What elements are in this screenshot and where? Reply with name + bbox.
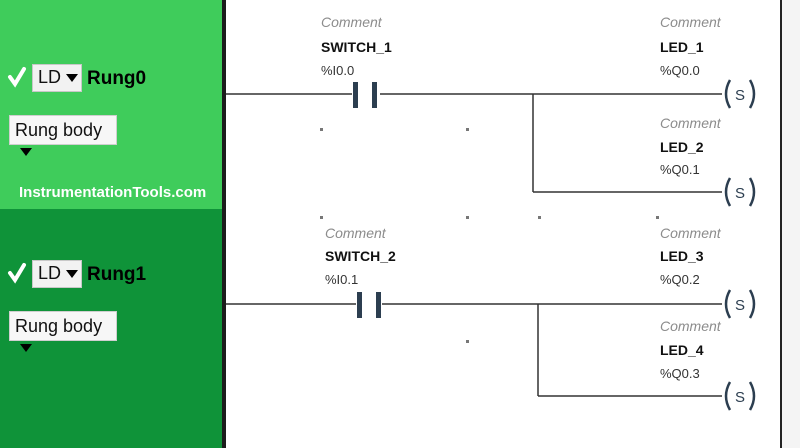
rung0-coil-1-letter: S bbox=[735, 87, 745, 104]
rung1-coil-2-address[interactable]: %Q0.3 bbox=[660, 366, 700, 381]
rung0-wires bbox=[226, 93, 722, 193]
rung1-coil-1-tag[interactable]: LED_3 bbox=[660, 248, 704, 264]
rung0-coil-1-symbol[interactable] bbox=[724, 79, 756, 109]
right-power-rail bbox=[780, 0, 782, 448]
rung1-coil-1-symbol[interactable] bbox=[724, 289, 756, 319]
rung1-contact-symbol[interactable] bbox=[357, 292, 381, 318]
rung0-enabled-check-icon[interactable] bbox=[7, 66, 27, 88]
rung0-coil-1-comment[interactable]: Comment bbox=[660, 14, 721, 30]
ladder-editor-area[interactable] bbox=[222, 0, 784, 448]
rung1-coil-2-symbol[interactable] bbox=[724, 381, 756, 411]
rung0-coil-2-address[interactable]: %Q0.1 bbox=[660, 162, 700, 177]
chevron-down-icon bbox=[20, 148, 32, 157]
rung0-body-label: Rung body bbox=[15, 120, 103, 140]
rung0-language-label: LD bbox=[38, 67, 62, 87]
grid-dots bbox=[320, 128, 659, 343]
rung1-coil-1-comment[interactable]: Comment bbox=[660, 225, 721, 241]
rung1-body-dropdown[interactable]: Rung body bbox=[9, 311, 117, 353]
rung0-coil-2-comment[interactable]: Comment bbox=[660, 115, 721, 131]
rung0-coil-1-address[interactable]: %Q0.0 bbox=[660, 63, 700, 78]
rung1-language-dropdown[interactable]: LD bbox=[32, 260, 82, 288]
rung0-language-dropdown[interactable]: LD bbox=[32, 64, 82, 92]
rung1-contact-address[interactable]: %I0.1 bbox=[325, 272, 359, 287]
rung1-coil-1-address[interactable]: %Q0.2 bbox=[660, 272, 700, 287]
rung1-wires bbox=[226, 303, 722, 397]
rung1-coil-2-comment[interactable]: Comment bbox=[660, 318, 721, 334]
rung1-language-label: LD bbox=[38, 263, 62, 283]
rung1-coil-2-letter: S bbox=[735, 389, 745, 406]
rung0-contact-address[interactable]: %I0.0 bbox=[321, 63, 355, 78]
rung0-panel bbox=[0, 0, 222, 209]
rung0-coil-1-tag[interactable]: LED_1 bbox=[660, 39, 704, 55]
chevron-down-icon bbox=[20, 344, 32, 353]
rung1-title: Rung1 bbox=[87, 264, 147, 285]
scroll-margin bbox=[782, 0, 800, 448]
rung1-contact-comment[interactable]: Comment bbox=[325, 225, 386, 241]
rung0-contact-symbol[interactable] bbox=[353, 82, 377, 108]
chevron-down-icon bbox=[66, 74, 79, 83]
rung0-contact-tag[interactable]: SWITCH_1 bbox=[321, 39, 392, 55]
watermark-text: InstrumentationTools.com bbox=[19, 184, 207, 201]
rung0-coil-2-letter: S bbox=[735, 185, 745, 202]
chevron-down-icon bbox=[66, 270, 79, 279]
rung0-body-dropdown[interactable]: Rung body bbox=[9, 115, 117, 157]
rung0-coil-2-tag[interactable]: LED_2 bbox=[660, 139, 704, 155]
rung1-coil-1-letter: S bbox=[735, 297, 745, 314]
rung0-title: Rung0 bbox=[87, 68, 147, 89]
rung1-contact-tag[interactable]: SWITCH_2 bbox=[325, 248, 396, 264]
rung0-coil-2-symbol[interactable] bbox=[724, 177, 756, 207]
rung0-contact-comment[interactable]: Comment bbox=[321, 14, 382, 30]
rung1-enabled-check-icon[interactable] bbox=[7, 262, 27, 284]
rung1-coil-2-tag[interactable]: LED_4 bbox=[660, 342, 704, 358]
rung1-body-label: Rung body bbox=[15, 316, 103, 336]
